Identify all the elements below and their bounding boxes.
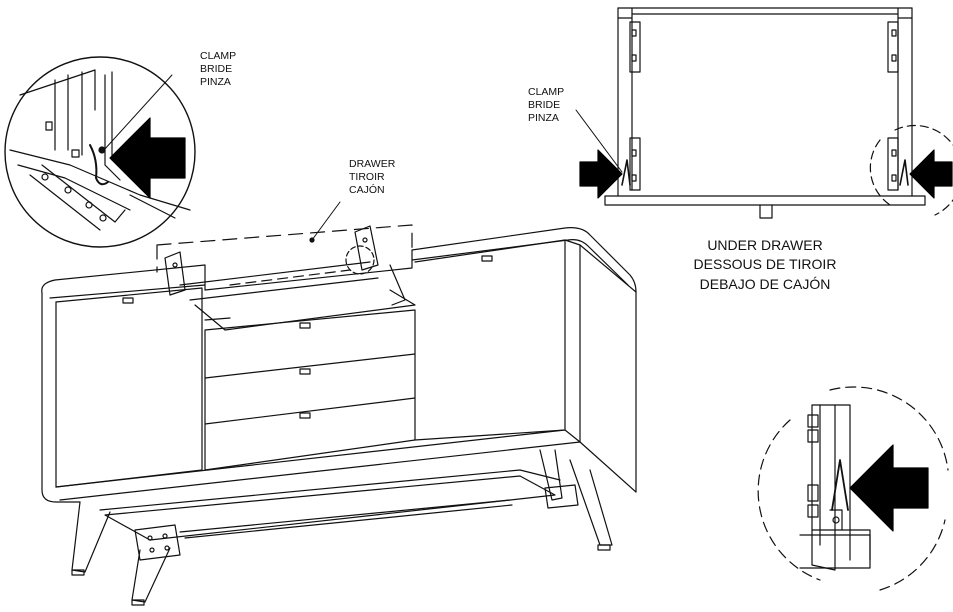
clamp-under-label-fr: BRIDE bbox=[528, 99, 561, 112]
clamp-detail-label: CLAMP BRIDE PINZA bbox=[200, 50, 236, 89]
clamp-under-label-en: CLAMP bbox=[528, 86, 565, 98]
under-drawer-label-en: UNDER DRAWER bbox=[707, 237, 823, 253]
clamp-detail-label-en: CLAMP bbox=[200, 50, 237, 62]
clamp-detail-label-fr: BRIDE bbox=[200, 63, 233, 76]
zoom-detail-arrow bbox=[849, 444, 929, 532]
drawer-label-fr: TIROIR bbox=[349, 171, 385, 184]
drawer-leader bbox=[311, 201, 341, 241]
clamp-detail-leader bbox=[103, 74, 173, 151]
under-drawer-label-es: DEBAJO DE CAJÓN bbox=[699, 275, 831, 292]
clamp-under-label: CLAMP BRIDE PINZA bbox=[528, 86, 564, 125]
under-drawer-label-fr: DESSOUS DE TIROIR bbox=[693, 256, 837, 273]
under-drawer-view bbox=[575, 7, 953, 219]
drawer-label-es: CAJÓN bbox=[349, 184, 385, 197]
under-left-arrow bbox=[579, 149, 623, 199]
clamp-detail-circle bbox=[4, 56, 196, 248]
clamp-detail-arrow bbox=[109, 117, 186, 199]
drawer-label-en: DRAWER bbox=[349, 158, 396, 170]
drawer-leader-dot bbox=[309, 237, 315, 243]
clamp-under-label-es: PINZA bbox=[528, 112, 559, 125]
drawer-dashed-outline bbox=[156, 224, 413, 273]
clamp-detail-label-es: PINZA bbox=[200, 76, 231, 89]
zoom-detail-circle bbox=[757, 386, 949, 591]
sideboard bbox=[41, 225, 637, 606]
under-right-arrow bbox=[909, 149, 953, 199]
under-drawer-label: UNDER DRAWER DESSOUS DE TIROIR DEBAJO DE… bbox=[680, 236, 850, 294]
drawer-label: DRAWER TIROIR CAJÓN bbox=[349, 158, 395, 197]
